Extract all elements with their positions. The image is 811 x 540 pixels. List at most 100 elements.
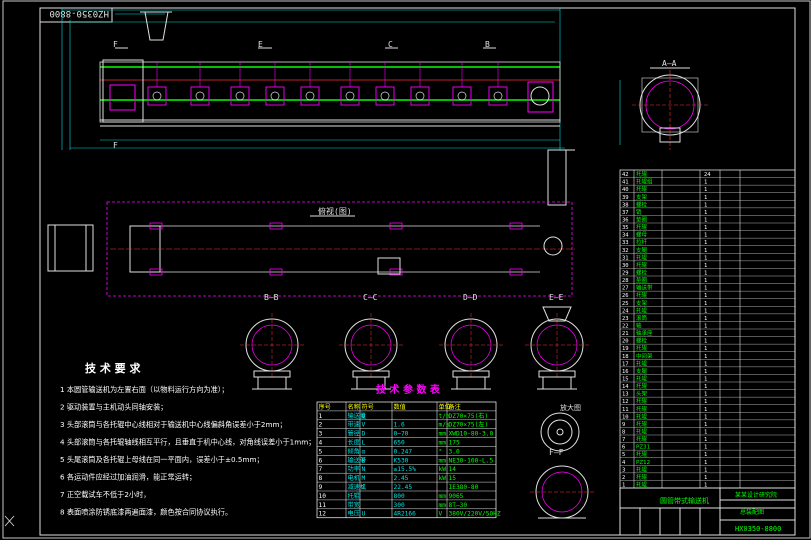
plan-bracket-4-top [509,222,523,230]
bom-name: 销 [636,208,642,216]
params-cell: 数值 [394,403,406,411]
bom-qty: 1 [704,407,707,413]
section-mark-f-top: F [113,40,118,49]
params-cell: 15 [449,475,457,482]
params-cell: 175 [449,440,460,447]
params-cell: 14 [449,466,457,473]
tail-station [102,59,144,123]
bom-index: 22 [622,324,629,330]
idler-box-3 [230,62,250,106]
bom-index: 41 [622,180,629,186]
bom-index: 14 [622,384,629,390]
bom-qty: 24 [704,172,711,178]
params-cell: B [362,457,366,464]
bom-qty: 1 [704,339,707,345]
params-cell: M [362,475,366,482]
conveyor-frame [99,61,561,123]
bom-name: 托辊 [636,420,648,428]
bom-index: 19 [622,346,629,352]
idler-boxes [147,62,508,106]
section-f-f [530,465,594,519]
params-cell: mm [439,431,447,438]
bom-qty: 1 [704,308,707,314]
bom-index: 13 [622,392,629,398]
params-cell: N [362,466,366,473]
bom-index: 24 [622,308,629,314]
plan-view-title: 俯视(图) [318,206,352,216]
params-cell: 380V/220V/50HZ [449,511,501,518]
bom-name: 垫圈 [636,276,648,284]
plan-bracket-1-bottom [149,268,163,276]
bom-index: 6 [622,445,625,451]
params-cell: ≤15.5% [394,466,417,473]
idler-box-6 [340,62,360,106]
top-dimensions [61,8,561,150]
idler-box-1 [147,62,167,106]
bom-index: 38 [622,202,629,208]
plan-brackets [149,222,523,276]
bom-name: 轴承座 [636,329,653,337]
bom-qty: 1 [704,240,707,246]
params-cell: 电机 [348,474,361,482]
bom-name: 支架 [636,299,648,307]
bom-name: 托辊 [636,450,648,458]
requirement-item: 5 头尾滚筒及各托辊上母线在同一平面内，误差小于±0.5mm； [60,455,264,464]
bom-index: 20 [622,339,629,345]
requirement-item: 8 表面喷涂防锈底漆两遍面漆，颜色按合同协议执行。 [60,508,232,517]
params-cell: 减速机 [348,483,367,491]
params-cell: Q [362,413,366,420]
bom-index: 17 [622,361,629,367]
bom-qty: 1 [704,218,707,224]
section-d-d-label: D—D [463,293,478,302]
bom-name: 中间架 [636,352,653,360]
plan-head-pulley [543,236,563,256]
params-cell: 11 [319,502,327,509]
params-cell: 3.0 [449,448,460,455]
bom-name: 螺母 [636,231,648,239]
params-cell: i [362,484,366,491]
bom-index: 2 [622,475,625,481]
params-cell: 功率 [348,465,360,473]
bom-qty: 1 [704,324,707,330]
requirement-item: 6 各运动件应经过加油润滑，能正常运转； [60,473,196,482]
title-block-frame [619,487,796,536]
params-cell: 0.247 [394,448,413,455]
params-cell: DZ70×75(右) [449,412,489,420]
bom-qty: 1 [704,202,707,208]
params-cell: U [362,511,366,518]
bom-name: 托辊 [636,473,648,481]
bom-name: 托辊 [636,435,648,443]
bom-name: 支腿 [636,367,648,375]
bom-qty: 1 [704,225,707,231]
params-cell: 4R2166 [394,511,417,518]
bom-name: 托辊 [636,253,648,261]
bom-qty: 1 [704,483,707,489]
bom-name: 托辊 [636,261,648,269]
idler-box-2 [190,62,210,106]
bom-qty: 1 [704,437,707,443]
params-cell: 12 [319,511,327,518]
bom-index: 40 [622,187,629,193]
